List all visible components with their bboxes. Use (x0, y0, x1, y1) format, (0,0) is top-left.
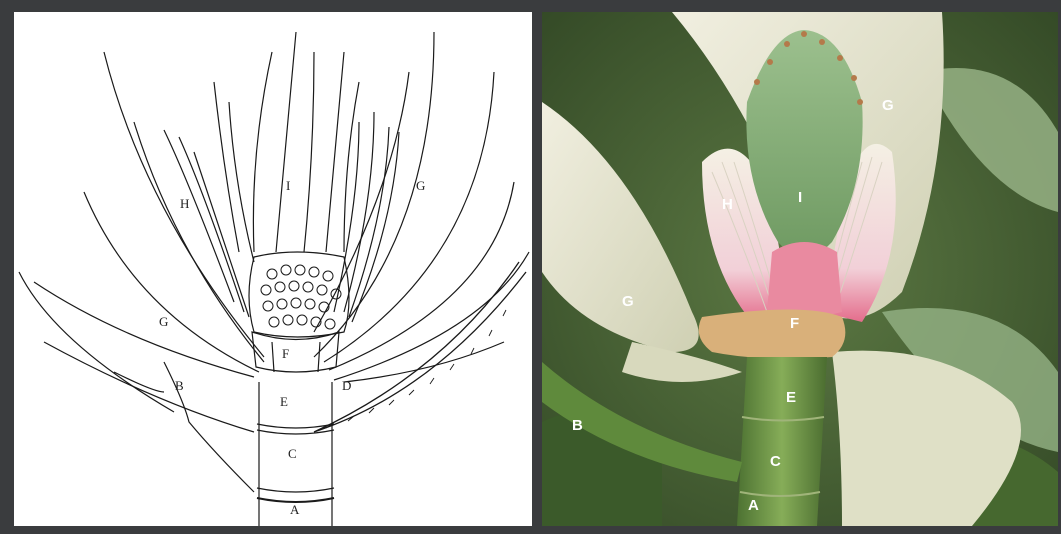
flower-photo-panel: G G H I F E B C A (542, 12, 1058, 526)
drawing-label-e: E (280, 394, 288, 409)
photo-label-b: B (572, 417, 583, 434)
photo-label-h: H (722, 196, 733, 213)
flower-photo: G G H I F E B C A (542, 12, 1058, 526)
photo-label-a: A (748, 497, 759, 514)
photo-label-g-left: G (622, 293, 634, 310)
drawing-label-h: H (180, 196, 189, 211)
photo-label-g-right: G (882, 97, 894, 114)
drawing-label-b: B (175, 378, 184, 393)
botanical-drawing: A B C D E F G G H I (14, 12, 532, 526)
drawing-label-g-right: G (416, 178, 425, 193)
drawing-label-c: C (288, 446, 297, 461)
drawing-label-i: I (286, 178, 290, 193)
drawing-label-a: A (290, 502, 300, 517)
drawing-label-f: F (282, 346, 289, 361)
photo-label-i: I (798, 189, 802, 206)
photo-label-c: C (770, 453, 781, 470)
drawing-label-g-left: G (159, 314, 168, 329)
drawing-label-d: D (342, 378, 351, 393)
photo-label-f: F (790, 315, 799, 332)
photo-label-e: E (786, 389, 796, 406)
botanical-drawing-panel: A B C D E F G G H I (14, 12, 532, 526)
